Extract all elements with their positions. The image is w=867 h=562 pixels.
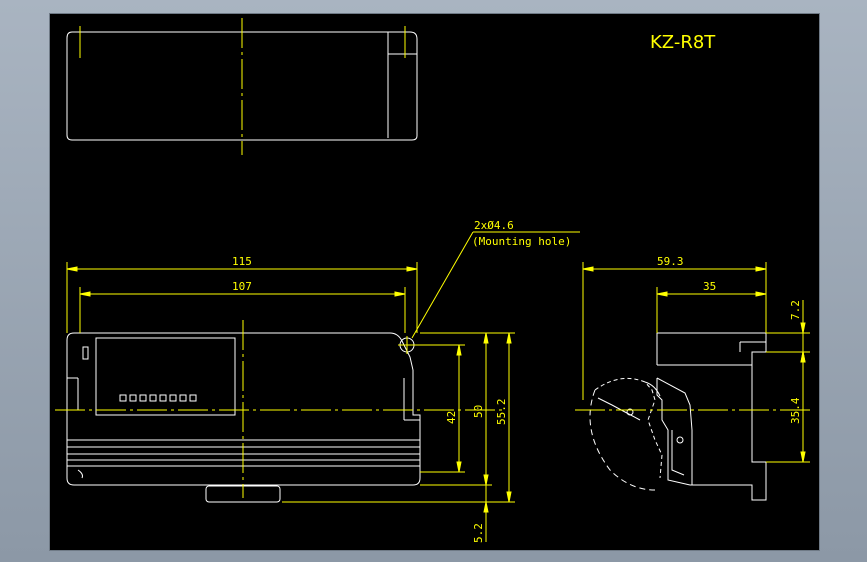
dim-width-overall: 115 bbox=[232, 255, 252, 268]
front-centerlines bbox=[55, 320, 505, 498]
dim-height-overall: 55.2 bbox=[495, 399, 508, 426]
side-dimensions bbox=[582, 262, 810, 463]
dim-width-hole-pitch: 107 bbox=[232, 280, 252, 293]
drawing-title: KZ-R8T bbox=[650, 32, 716, 53]
front-dimensions bbox=[66, 231, 580, 542]
dim-depth-overall: 59.3 bbox=[657, 255, 684, 268]
side-view bbox=[589, 332, 767, 501]
mounting-hole-spec: 2xØ4.6 bbox=[474, 219, 514, 232]
led-row bbox=[119, 394, 197, 402]
top-view bbox=[66, 18, 418, 155]
dim-side-rail-width: 35.4 bbox=[789, 397, 802, 424]
dim-depth-rail: 35 bbox=[703, 280, 716, 293]
dim-side-top: 7.2 bbox=[789, 300, 802, 320]
dim-rail-offset: 5.2 bbox=[472, 523, 485, 543]
dim-height-body: 50 bbox=[472, 405, 485, 418]
mounting-hole-label: (Mounting hole) bbox=[472, 235, 571, 248]
dim-height-hole-pitch: 42 bbox=[445, 411, 458, 424]
